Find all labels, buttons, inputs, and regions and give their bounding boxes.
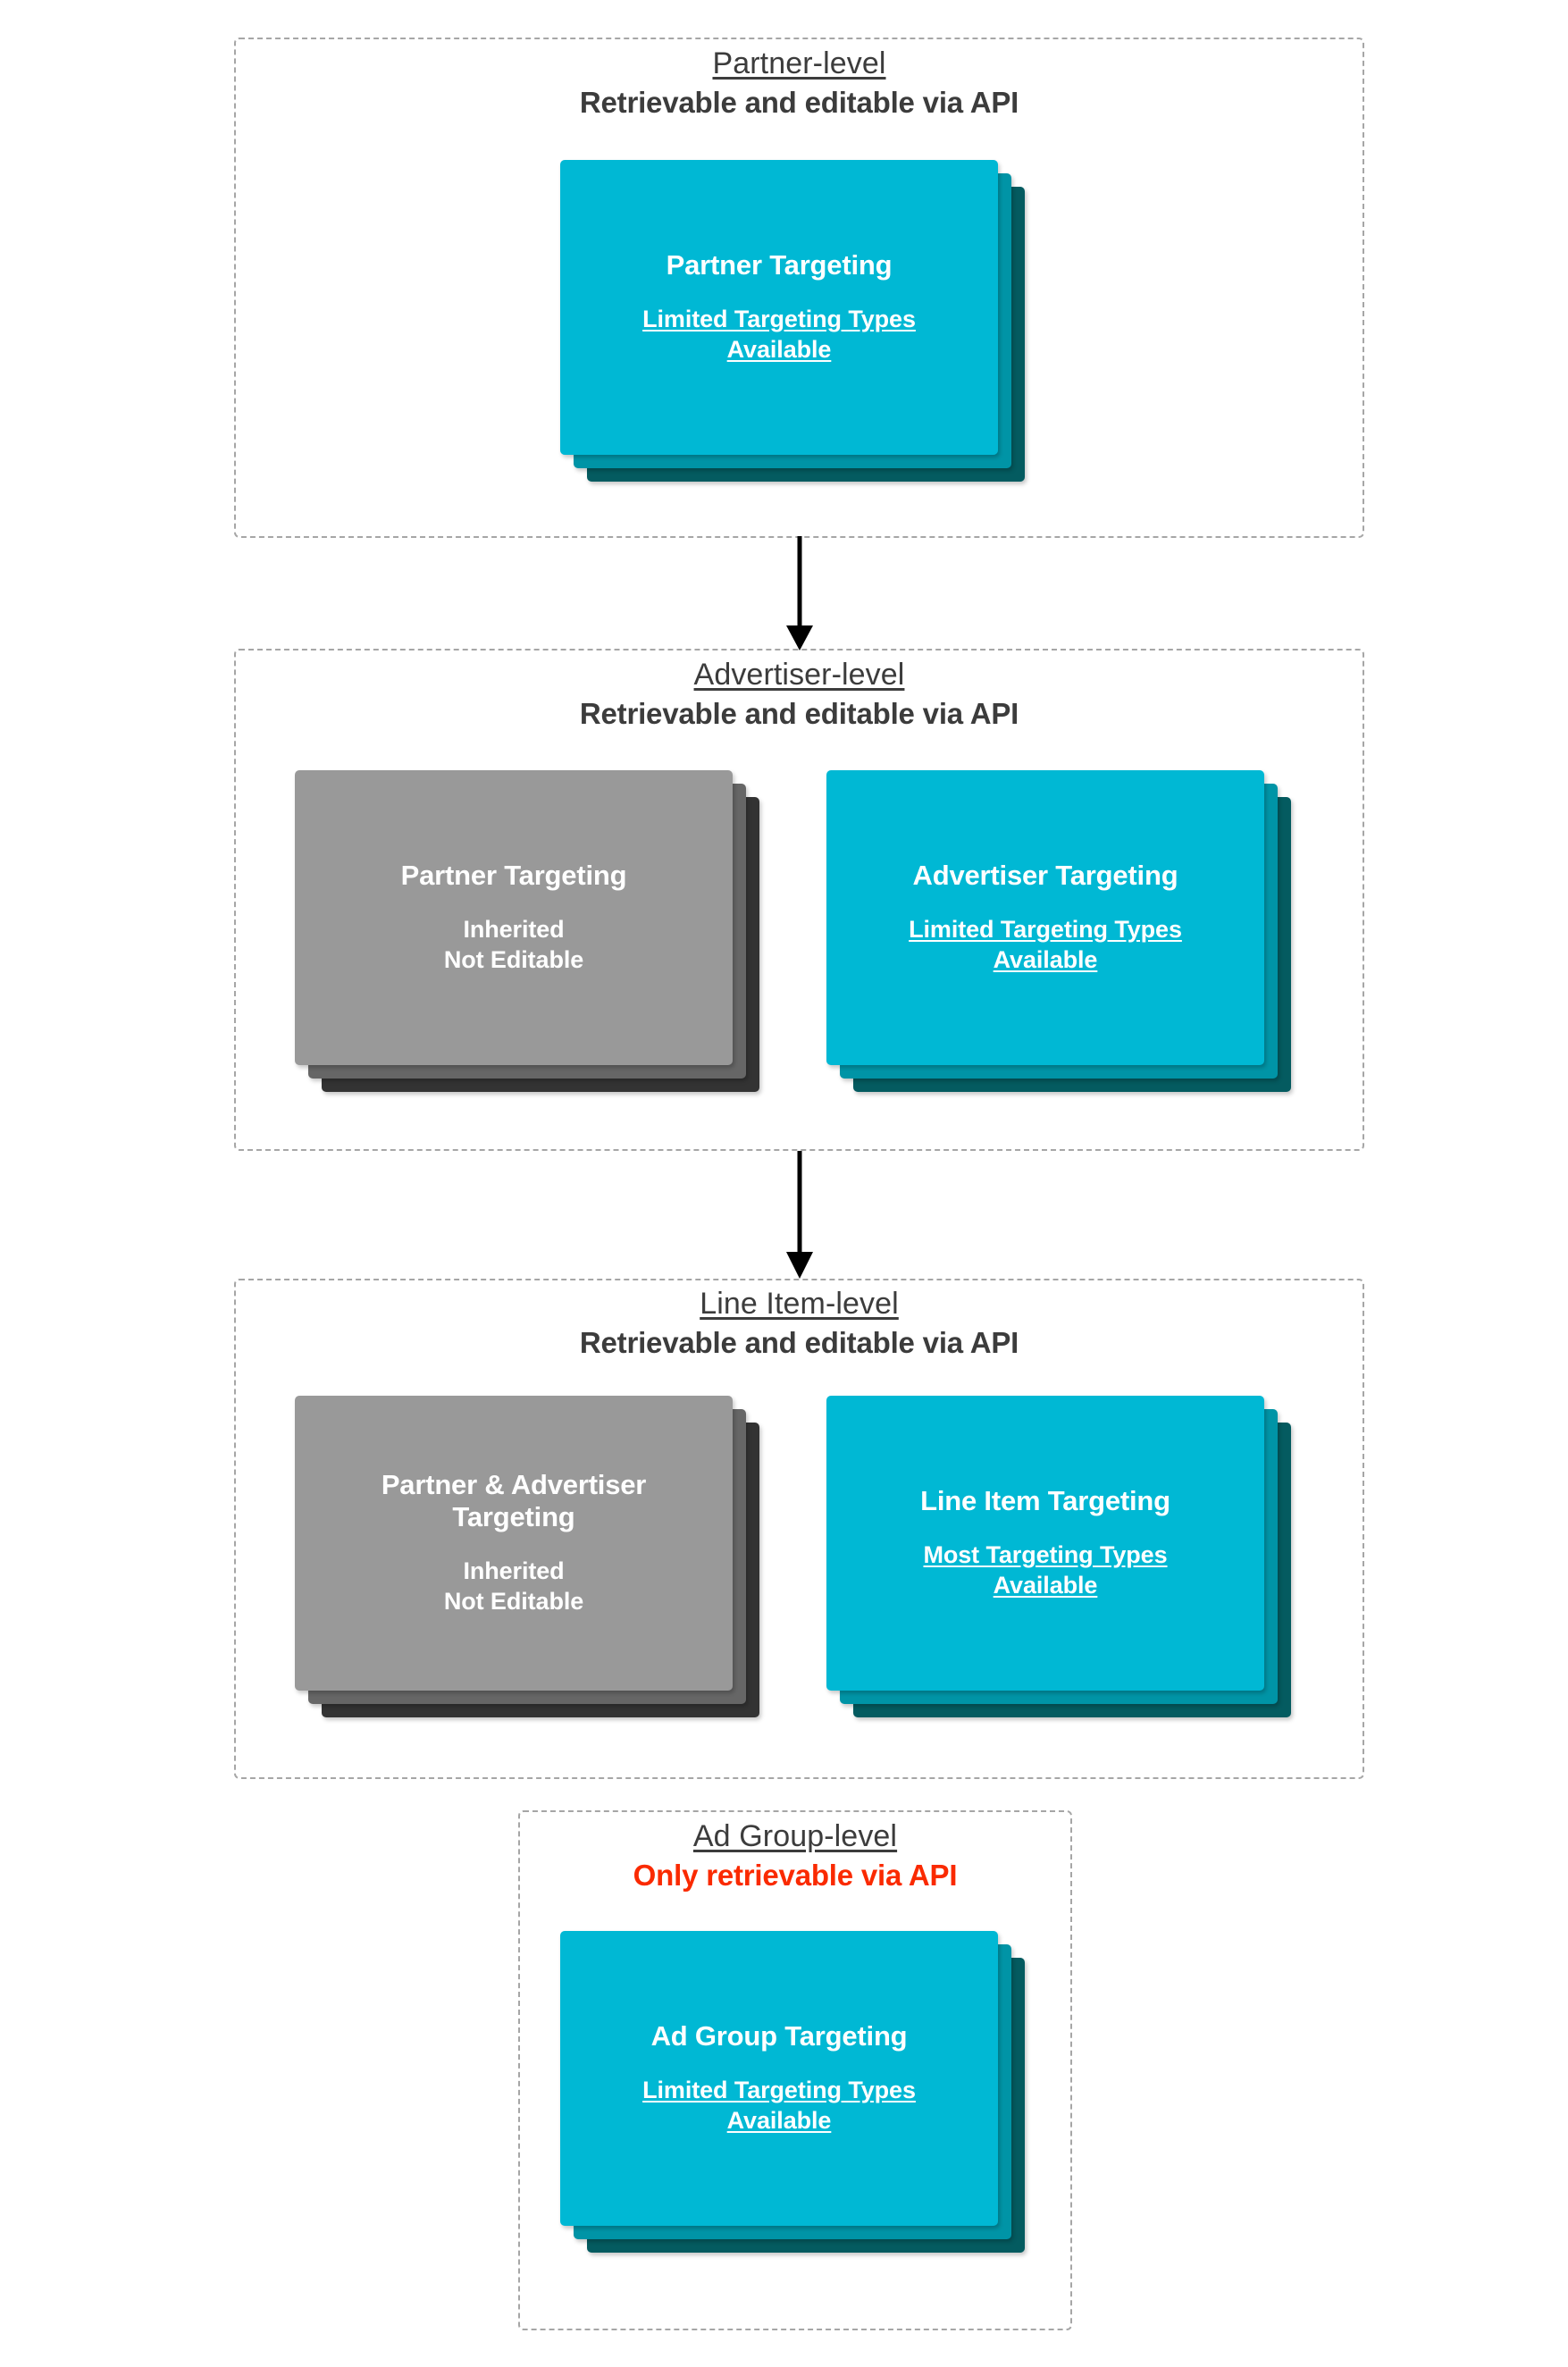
level-heading-advertiser: Advertiser-level Retrievable and editabl… (234, 658, 1364, 731)
card-face-ad-group-targeting[interactable]: Ad Group Targeting Limited Targeting Typ… (560, 1931, 998, 2226)
card-face-line-item-targeting[interactable]: Line Item Targeting Most Targeting Types… (826, 1396, 1264, 1691)
card-stack-partner-targeting-inherited[interactable]: Partner Targeting Inherited Not Editable (295, 770, 759, 1119)
card-note-line-1: Limited Targeting Types (642, 2077, 916, 2104)
card-note: Inherited Not Editable (444, 915, 583, 976)
card-note-line-1: Limited Targeting Types (909, 916, 1182, 944)
card-note: Limited Targeting Types Available (909, 915, 1182, 976)
level-subtitle-partner: Retrievable and editable via API (579, 86, 1019, 120)
level-title-partner: Partner-level (712, 46, 886, 80)
card-note-line-1: Most Targeting Types (923, 1541, 1168, 1569)
level-title-advertiser: Advertiser-level (693, 658, 905, 692)
card-note-line-1: Limited Targeting Types (642, 306, 916, 333)
card-stack-partner-targeting[interactable]: Partner Targeting Limited Targeting Type… (560, 160, 1025, 482)
level-heading-line-item: Line Item-level Retrievable and editable… (234, 1287, 1364, 1360)
level-container-advertiser (234, 649, 1364, 1151)
card-title-line-1: Partner & Advertiser (381, 1469, 647, 1501)
card-note-line-2: Available (993, 945, 1098, 973)
card-note: Limited Targeting Types Available (642, 2076, 916, 2136)
card-title-line-2: Targeting (452, 1501, 575, 1533)
card-stack-line-item-targeting[interactable]: Line Item Targeting Most Targeting Types… (826, 1396, 1291, 1744)
level-subtitle-line-item: Retrievable and editable via API (579, 1326, 1019, 1360)
card-note-line-2: Not Editable (443, 945, 584, 973)
card-face-partner-advertiser-targeting[interactable]: Partner & Advertiser Targeting Inherited… (295, 1396, 733, 1691)
card-face-partner-targeting[interactable]: Partner Targeting Limited Targeting Type… (560, 160, 998, 455)
level-subtitle-advertiser: Retrievable and editable via API (579, 697, 1019, 731)
card-note: Limited Targeting Types Available (642, 305, 916, 365)
card-title: Partner Targeting (400, 860, 627, 892)
level-title-ad-group: Ad Group-level (692, 1819, 898, 1853)
card-note-line-2: Not Editable (443, 1587, 584, 1615)
level-title-line-item: Line Item-level (700, 1287, 899, 1321)
card-note-line-1: Inherited (463, 916, 565, 944)
card-stack-advertiser-targeting[interactable]: Advertiser Targeting Limited Targeting T… (826, 770, 1291, 1119)
card-face-advertiser-targeting[interactable]: Advertiser Targeting Limited Targeting T… (826, 770, 1264, 1065)
level-heading-ad-group: Ad Group-level Only retrievable via API (518, 1819, 1072, 1893)
level-heading-partner: Partner-level Retrievable and editable v… (234, 46, 1364, 120)
card-stack-partner-advertiser-targeting-inherited[interactable]: Partner & Advertiser Targeting Inherited… (295, 1396, 759, 1744)
card-face-partner-targeting-inherited[interactable]: Partner Targeting Inherited Not Editable (295, 770, 733, 1065)
level-subtitle-ad-group: Only retrievable via API (633, 1859, 958, 1893)
card-note: Inherited Not Editable (444, 1557, 583, 1617)
card-title: Ad Group Targeting (650, 2020, 908, 2052)
connector-advertiser-to-line-item (786, 1151, 813, 1279)
card-stack-ad-group-targeting[interactable]: Ad Group Targeting Limited Targeting Typ… (560, 1931, 1025, 2279)
card-note-line-2: Available (726, 335, 832, 363)
level-container-ad-group (518, 1810, 1072, 2330)
card-title: Line Item Targeting (920, 1485, 1170, 1517)
level-container-line-item (234, 1279, 1364, 1779)
card-note-line-1: Inherited (463, 1557, 565, 1585)
card-title: Partner Targeting (666, 249, 893, 281)
card-note-line-2: Available (726, 2106, 832, 2134)
card-title: Advertiser Targeting (912, 860, 1178, 892)
card-note: Most Targeting Types Available (923, 1540, 1167, 1601)
card-note-line-2: Available (993, 1571, 1098, 1599)
connector-partner-to-advertiser (786, 536, 813, 651)
card-title: Partner & Advertiser Targeting (381, 1469, 647, 1533)
